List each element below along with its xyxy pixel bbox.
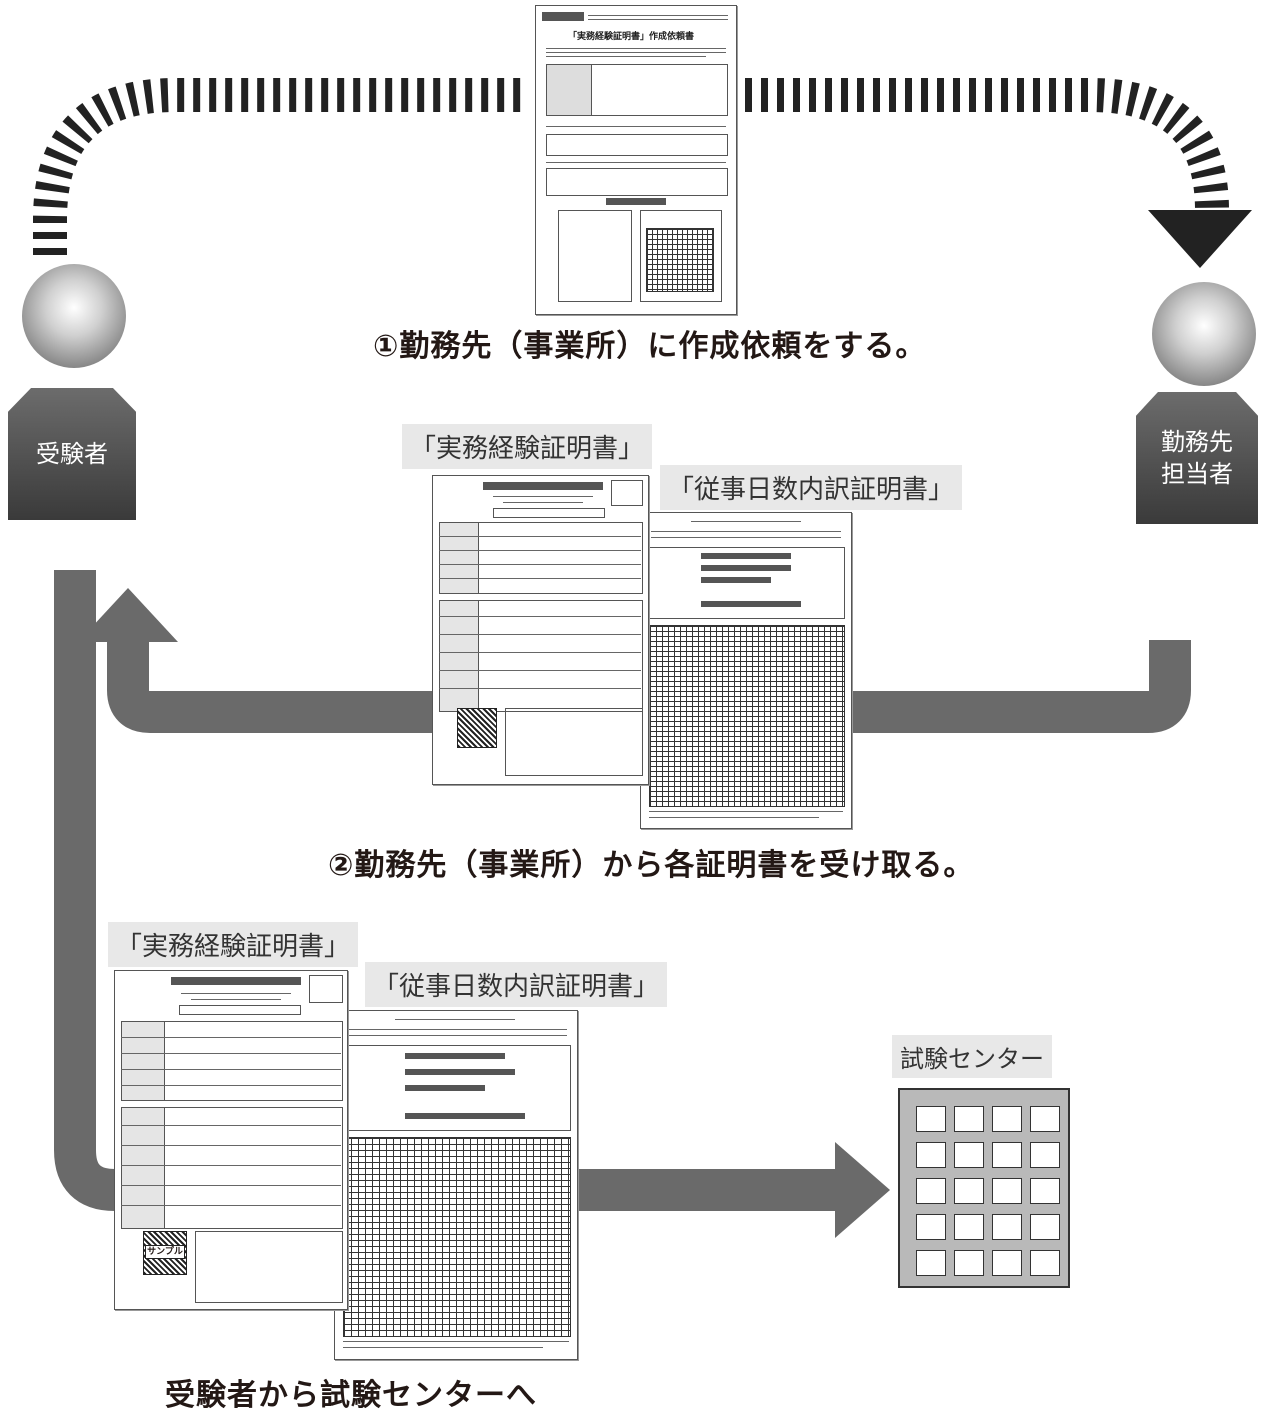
down-arrowhead [1148, 210, 1252, 268]
request-form-title: 「実務経験証明書」作成依頼書 [568, 32, 695, 42]
exam-center-label: 試験センター [892, 1035, 1052, 1078]
sample-stamp: サンプル [145, 1245, 185, 1259]
employer-label-1: 勤務先 [1161, 427, 1233, 456]
step2-experience-cert-document [432, 475, 649, 785]
step2-days-label: 「従事日数内訳証明書」 [660, 465, 963, 510]
employer-label-2: 担当者 [1161, 460, 1233, 488]
step2-experience-label: 「実務経験証明書」 [402, 424, 653, 469]
examinee-label: 受験者 [36, 439, 108, 468]
step3-experience-label: 「実務経験証明書」 [108, 922, 359, 967]
step2-days-cert-document [640, 512, 852, 829]
right-arrowhead [835, 1142, 890, 1238]
employer-head [1152, 282, 1256, 386]
step1-caption: ①勤務先（事業所）に作成依頼をする。 [373, 329, 927, 364]
examinee-head [22, 264, 126, 368]
examinee-body: 受験者 [8, 388, 136, 520]
step2-qr-code [457, 708, 497, 748]
employer-body: 勤務先 担当者 [1136, 392, 1258, 524]
up-arrowhead [78, 588, 178, 642]
exam-center-building [898, 1088, 1070, 1288]
request-dashed-arc [33, 78, 1229, 255]
step3-experience-cert-document: サンプル [114, 970, 348, 1310]
step3-days-cert-document [334, 1010, 578, 1360]
request-form-document: 「実務経験証明書」作成依頼書 [535, 5, 737, 315]
step3-days-label: 「従事日数内訳証明書」 [365, 962, 668, 1007]
step3-caption: 受験者から試験センターへ [165, 1378, 537, 1413]
submit-arrow-path [54, 570, 840, 1211]
step2-caption: ②勤務先（事業所）から各証明書を受け取る。 [328, 848, 975, 883]
